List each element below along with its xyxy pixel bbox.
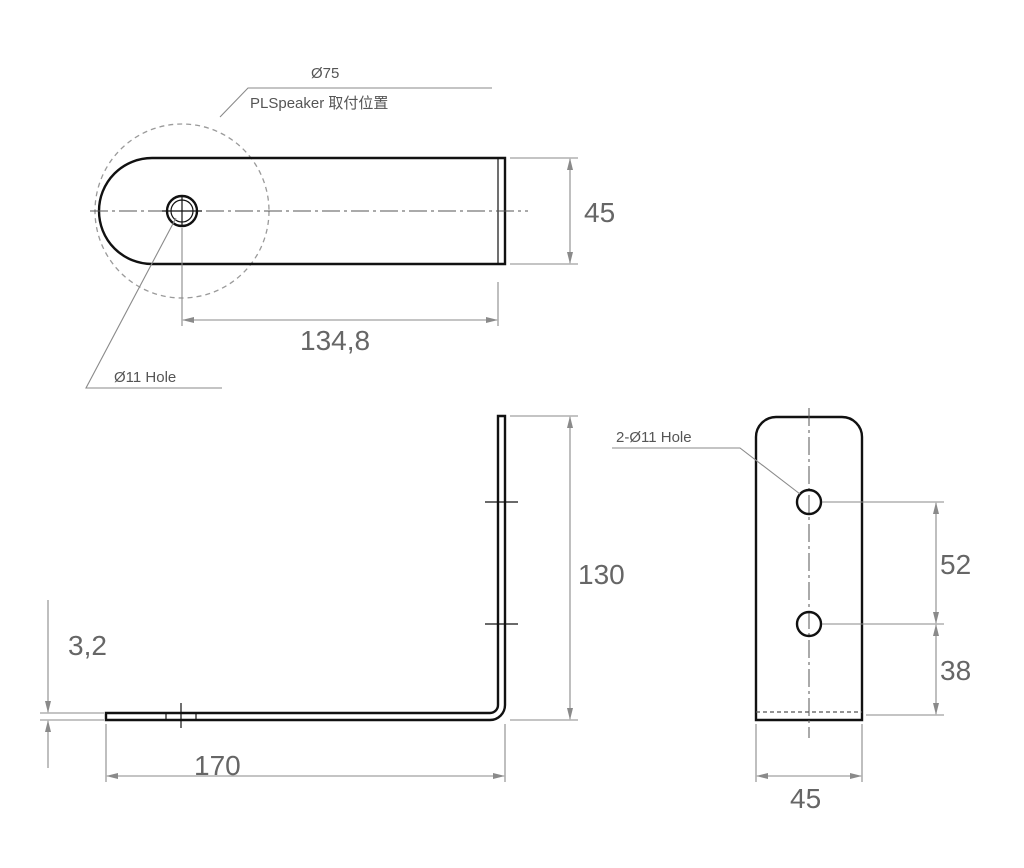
top-length-dim: 134,8 (300, 325, 370, 356)
hole-leader (85, 217, 222, 389)
top-width-dim: 45 (584, 197, 615, 228)
side-view: 130 3,2 170 (40, 414, 625, 782)
speaker-diameter-label: Ø75 (311, 65, 339, 82)
top-view-bracket-outline (97, 156, 507, 266)
end-view-plate-outline (754, 415, 864, 722)
speaker-mount-label: PLSpeaker 取付位置 (250, 95, 388, 112)
holes-leader (612, 447, 801, 495)
side-length-dim: 170 (194, 750, 241, 781)
top-view: Ø75 PLSpeaker 取付位置 Ø11 Hole 45 134,8 (85, 65, 615, 389)
hole-label: Ø11 Hole (114, 369, 176, 386)
speaker-leader (219, 87, 492, 118)
end-view: 2-Ø11 Hole 52 38 45 (612, 408, 971, 814)
end-view-hole-lower (795, 610, 823, 638)
end-hole-height-dim: 38 (940, 655, 971, 686)
side-thickness-dim: 3,2 (68, 630, 107, 661)
side-view-bracket-outline (104, 414, 507, 722)
end-spacing-dim: 52 (940, 549, 971, 580)
end-view-hole-upper (795, 488, 823, 516)
end-width-dim: 45 (790, 783, 821, 814)
side-height-dim: 130 (578, 559, 625, 590)
holes-label: 2-Ø11 Hole (616, 429, 692, 446)
